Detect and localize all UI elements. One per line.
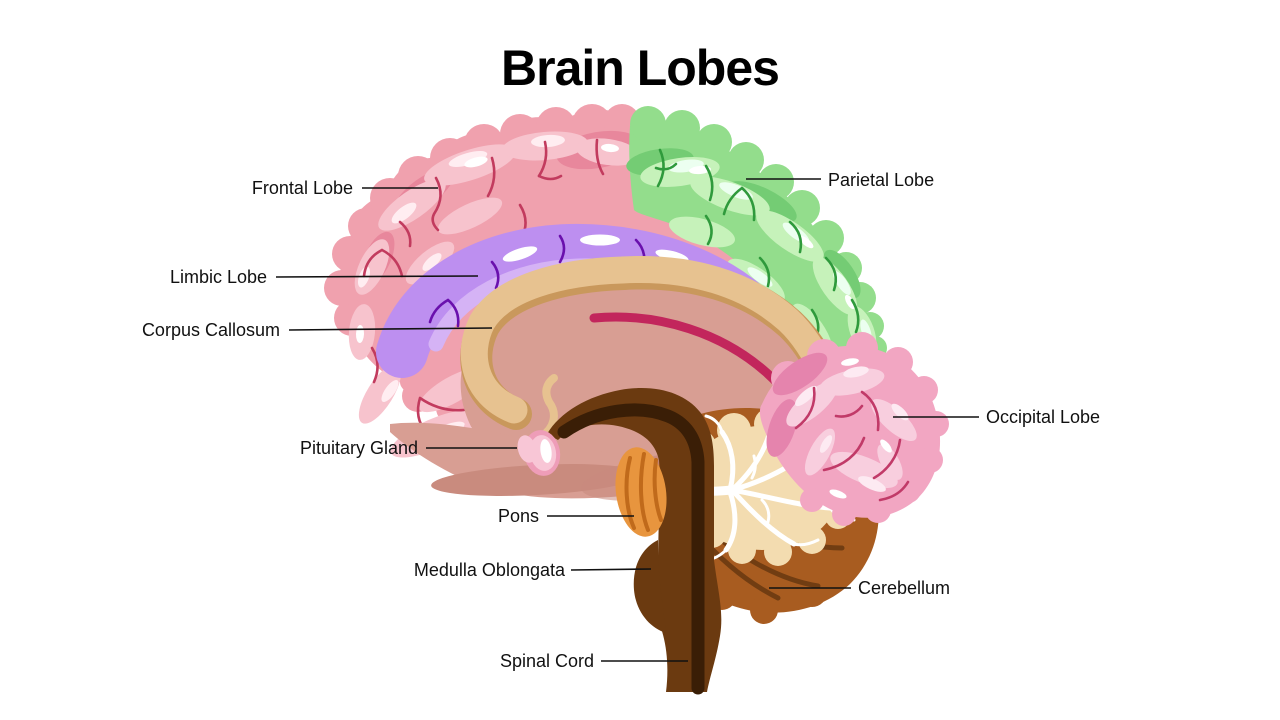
leader-corpus-callosum bbox=[288, 327, 493, 331]
leader-limbic-lobe bbox=[275, 275, 479, 278]
brainstem-core-stripe bbox=[557, 403, 705, 695]
pons-lines bbox=[624, 452, 663, 532]
label-spinal-cord: Spinal Cord bbox=[500, 651, 594, 671]
label-medulla-oblongata: Medulla Oblongata bbox=[414, 560, 566, 580]
parietal-white-glints bbox=[689, 165, 856, 310]
leader-lines bbox=[275, 178, 979, 662]
occipital-sulci-lines bbox=[794, 386, 910, 502]
pituitary-gland-shape bbox=[517, 430, 561, 476]
occipital-bright-highlights bbox=[795, 366, 909, 492]
spinal-cord-shape bbox=[655, 470, 722, 692]
label-parietal-lobe: Parietal Lobe bbox=[828, 170, 934, 190]
label-frontal-lobe: Frontal Lobe bbox=[252, 178, 353, 198]
brainstem-shape bbox=[547, 388, 722, 692]
label-pons: Pons bbox=[498, 506, 539, 526]
label-cerebellum: Cerebellum bbox=[858, 578, 950, 598]
label-corpus-callosum: Corpus Callosum bbox=[142, 320, 280, 340]
leader-medulla-oblongata bbox=[570, 568, 652, 571]
page-title: Brain Lobes bbox=[501, 40, 779, 96]
occipital-white-glints bbox=[829, 358, 892, 499]
label-limbic-lobe: Limbic Lobe bbox=[170, 267, 267, 287]
medulla-flare bbox=[633, 540, 666, 633]
label-occipital-lobe: Occipital Lobe bbox=[986, 407, 1100, 427]
parietal-sulci-lines bbox=[654, 148, 860, 340]
label-pituitary-gland: Pituitary Gland bbox=[300, 438, 418, 458]
